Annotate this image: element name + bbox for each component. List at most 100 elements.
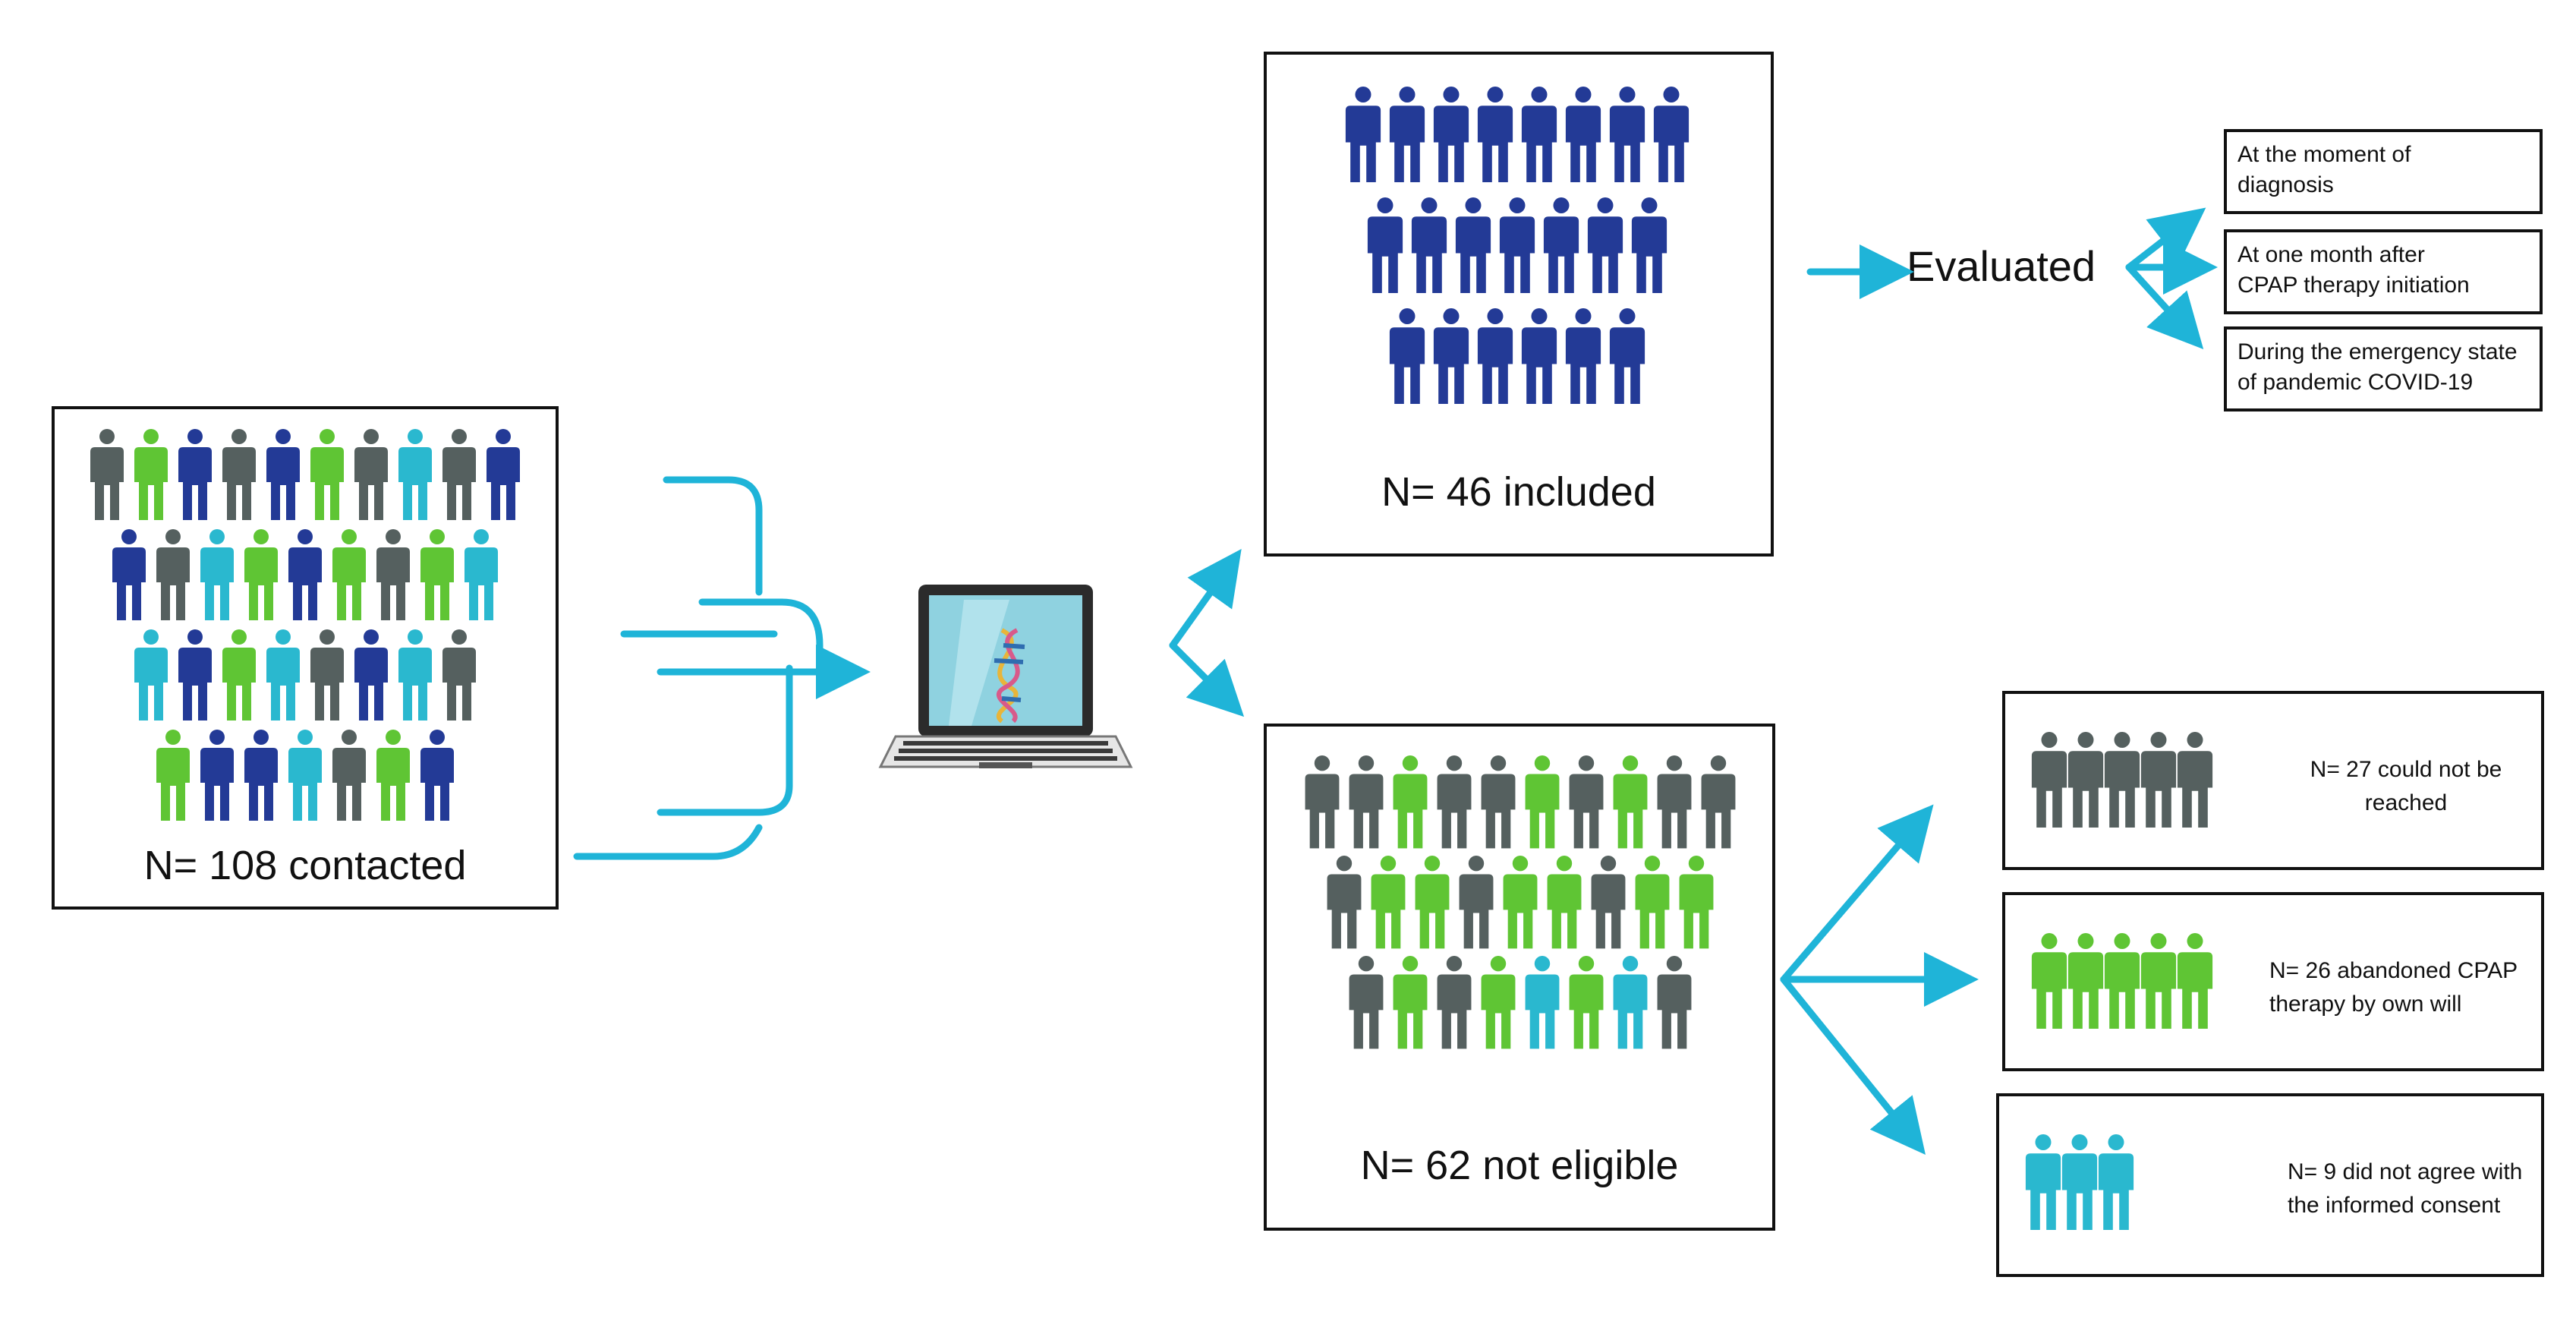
person-figure-icon bbox=[2031, 933, 2067, 1029]
person-figure-icon bbox=[1433, 308, 1469, 404]
merge-line-top bbox=[663, 476, 763, 596]
person-figure-icon bbox=[2140, 732, 2177, 828]
person-figure-icon bbox=[310, 629, 344, 720]
person-figure-icon bbox=[112, 529, 146, 620]
reason-box-unreachable: N= 27 could not be reached bbox=[2002, 691, 2544, 870]
person-figure-icon bbox=[1657, 755, 1692, 849]
dna-helix-icon bbox=[994, 628, 1025, 724]
person-figure-icon bbox=[2025, 1134, 2061, 1230]
person-figure-icon bbox=[1327, 856, 1362, 949]
person-figure-icon bbox=[134, 629, 168, 720]
person-figure-icon bbox=[1613, 755, 1648, 849]
person-figure-icon bbox=[1521, 87, 1557, 182]
person-figure-icon bbox=[1389, 308, 1425, 404]
person-figure-icon bbox=[1459, 856, 1494, 949]
condition-box-one-month: At one month after CPAP therapy initiati… bbox=[2224, 229, 2543, 314]
person-figure-icon bbox=[1389, 87, 1425, 182]
merge-line-upper-fork bbox=[698, 598, 824, 672]
person-figure-icon bbox=[200, 730, 234, 821]
person-figure-icon bbox=[398, 429, 432, 520]
not-eligible-box: N= 62 not eligible bbox=[1264, 724, 1775, 1231]
person-figure-icon bbox=[134, 429, 168, 520]
person-figure-icon bbox=[266, 429, 300, 520]
person-figure-icon bbox=[1613, 956, 1648, 1049]
reason-text-unreachable: N= 27 could not be reached bbox=[2310, 757, 2502, 815]
person-figure-icon bbox=[266, 629, 300, 720]
arrow-to-condition-1 bbox=[2125, 207, 2206, 271]
merge-connector bbox=[573, 476, 871, 860]
reason-people-abandoned bbox=[2031, 933, 2213, 1029]
person-figure-icon bbox=[1587, 197, 1623, 293]
person-figure-icon bbox=[222, 629, 256, 720]
contacted-box: N= 108 contacted bbox=[52, 406, 559, 910]
condition-box-diagnosis: At the moment of diagnosis bbox=[2224, 129, 2543, 214]
person-figure-icon bbox=[1525, 755, 1560, 849]
arrow-to-reason-3 bbox=[1780, 976, 1926, 1155]
person-figure-icon bbox=[2140, 933, 2177, 1029]
person-figure-icon bbox=[2098, 1134, 2134, 1230]
person-figure-icon bbox=[1481, 956, 1516, 1049]
person-figure-icon bbox=[332, 730, 366, 821]
person-figure-icon bbox=[156, 730, 190, 821]
person-figure-icon bbox=[1609, 308, 1645, 404]
person-figure-icon bbox=[1565, 87, 1601, 182]
person-figure-icon bbox=[420, 529, 454, 620]
reason-people-consent bbox=[2025, 1134, 2134, 1230]
person-figure-icon bbox=[1345, 87, 1381, 182]
person-figure-icon bbox=[1367, 197, 1403, 293]
person-figure-icon bbox=[1305, 755, 1340, 849]
reason-text-consent: N= 9 did not agree with the informed con… bbox=[2288, 1159, 2523, 1218]
person-figure-icon bbox=[156, 529, 190, 620]
person-figure-icon bbox=[200, 529, 234, 620]
person-figure-icon bbox=[178, 629, 212, 720]
person-figure-icon bbox=[354, 629, 388, 720]
person-figure-icon bbox=[90, 429, 124, 520]
person-figure-icon bbox=[1635, 856, 1670, 949]
reason-box-consent: N= 9 did not agree with the informed con… bbox=[1996, 1093, 2544, 1277]
person-figure-icon bbox=[442, 629, 476, 720]
person-figure-icon bbox=[178, 429, 212, 520]
person-figure-icon bbox=[1437, 956, 1472, 1049]
not-eligible-label: N= 62 not eligible bbox=[1360, 1143, 1679, 1188]
person-figure-icon bbox=[464, 529, 498, 620]
person-figure-icon bbox=[1371, 856, 1406, 949]
person-figure-icon bbox=[222, 429, 256, 520]
arrow-to-not-eligible bbox=[1169, 642, 1245, 717]
person-figure-icon bbox=[1569, 755, 1604, 849]
person-figure-icon bbox=[1477, 87, 1513, 182]
person-figure-icon bbox=[288, 529, 322, 620]
person-figure-icon bbox=[1701, 755, 1736, 849]
person-figure-icon bbox=[2177, 933, 2213, 1029]
person-figure-icon bbox=[1543, 197, 1579, 293]
person-figure-icon bbox=[1521, 308, 1557, 404]
person-figure-icon bbox=[1349, 755, 1384, 849]
reason-box-abandoned: N= 26 abandoned CPAP therapy by own will bbox=[2002, 892, 2544, 1071]
person-figure-icon bbox=[2104, 732, 2140, 828]
person-figure-icon bbox=[1631, 197, 1667, 293]
included-label: N= 46 included bbox=[1381, 469, 1656, 515]
not-eligible-people-grid bbox=[1305, 755, 1736, 1049]
person-figure-icon bbox=[288, 730, 322, 821]
person-figure-icon bbox=[1433, 87, 1469, 182]
arrow-to-included bbox=[1169, 549, 1242, 649]
person-figure-icon bbox=[1609, 87, 1645, 182]
person-figure-icon bbox=[398, 629, 432, 720]
laptop-icon bbox=[878, 585, 1133, 768]
person-figure-icon bbox=[1569, 956, 1604, 1049]
included-box: N= 46 included bbox=[1264, 52, 1774, 557]
contacted-label: N= 108 contacted bbox=[143, 843, 467, 888]
person-figure-icon bbox=[1565, 308, 1601, 404]
person-figure-icon bbox=[1503, 856, 1538, 949]
person-figure-icon bbox=[1525, 956, 1560, 1049]
person-figure-icon bbox=[244, 529, 278, 620]
person-figure-icon bbox=[376, 730, 410, 821]
person-figure-icon bbox=[1455, 197, 1491, 293]
person-figure-icon bbox=[1481, 755, 1516, 849]
person-figure-icon bbox=[1393, 755, 1428, 849]
person-figure-icon bbox=[2031, 732, 2067, 828]
condition-box-emergency: During the emergency state of pandemic C… bbox=[2224, 326, 2543, 411]
person-figure-icon bbox=[1653, 87, 1690, 182]
person-figure-icon bbox=[1411, 197, 1447, 293]
person-figure-icon bbox=[1437, 755, 1472, 849]
person-figure-icon bbox=[376, 529, 410, 620]
